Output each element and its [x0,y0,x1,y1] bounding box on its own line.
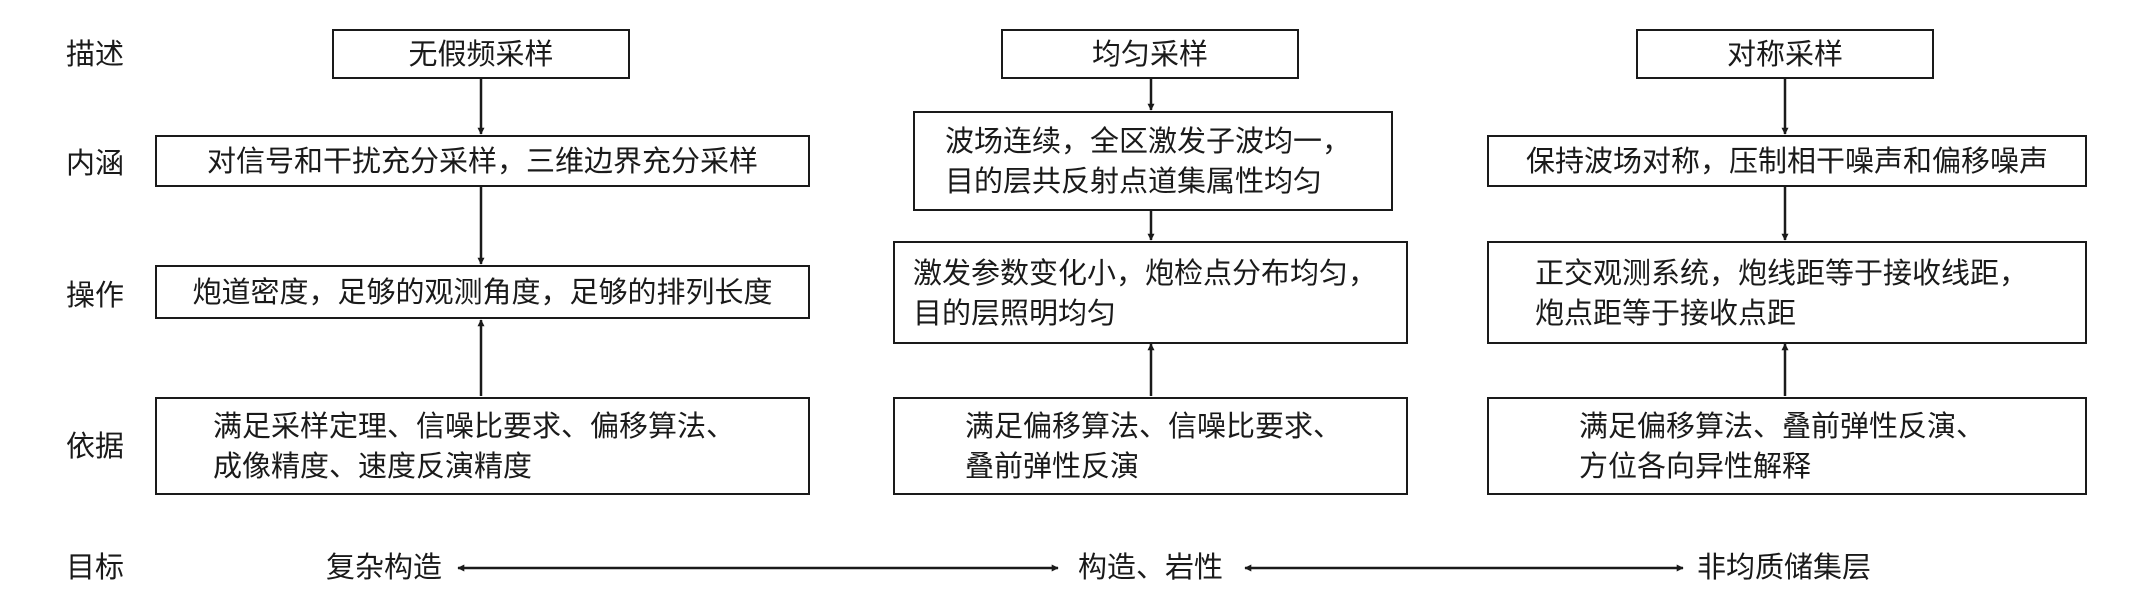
col1-basis-line-1: 满足采样定理、信噪比要求、偏移算法、 [213,409,736,443]
row-label-target: 目标 [66,550,125,584]
col3-basis-box: 满足偏移算法、叠前弹性反演、 方位各向异性解释 [1487,397,2087,495]
col3-operation-line-1: 正交观测系统，炮线距等于接收线距， [1535,255,2029,290]
col2-connotation-line-2: 目的层共反射点道集属性均匀 [945,164,1323,198]
col3-operation-line-2: 炮点距等于接收点距 [1535,295,1797,330]
row-label-operation: 操作 [66,278,125,312]
col3-connotation-line-1: 保持波场对称，压制相干噪声和偏移噪声 [1525,144,2048,178]
col3-operation-box: 正交观测系统，炮线距等于接收线距， 炮点距等于接收点距 [1487,241,2087,344]
col1-basis-box: 满足采样定理、信噪比要求、偏移算法、 成像精度、速度反演精度 [155,397,810,495]
row-label-basis: 依据 [66,429,125,463]
col3-description-text: 对称采样 [1726,37,1843,71]
col1-connotation-box: 对信号和干扰充分采样，三维边界充分采样 [155,135,810,187]
col3-connotation-box: 保持波场对称，压制相干噪声和偏移噪声 [1487,135,2087,187]
col2-description-box: 均匀采样 [1001,29,1299,79]
col3-basis-line-2: 方位各向异性解释 [1579,449,1812,483]
col2-basis-box: 满足偏移算法、信噪比要求、 叠前弹性反演 [893,397,1408,495]
col2-description-text: 均匀采样 [1091,37,1208,71]
col2-basis-line-2: 叠前弹性反演 [965,449,1140,483]
target-heterogeneous-reservoir: 非均质储集层 [1697,550,1872,584]
col1-operation-box: 炮道密度，足够的观测角度，足够的排列长度 [155,265,810,319]
col1-description-box: 无假频采样 [332,29,630,79]
col1-connotation-line-1: 对信号和干扰充分采样，三维边界充分采样 [206,144,758,178]
col3-description-box: 对称采样 [1636,29,1934,79]
col2-operation-line-1: 激发参数变化小，炮检点分布均匀， [913,255,1378,290]
target-structure-lithology: 构造、岩性 [1078,550,1224,584]
col1-operation-line-1: 炮道密度，足够的观测角度，足够的排列长度 [192,275,773,309]
col2-operation-line-2: 目的层照明均匀 [913,295,1117,330]
target-complex-structure: 复杂构造 [326,550,443,584]
row-label-connotation: 内涵 [66,146,125,180]
col1-basis-line-2: 成像精度、速度反演精度 [213,449,533,483]
col2-operation-box: 激发参数变化小，炮检点分布均匀， 目的层照明均匀 [893,241,1408,344]
col2-connotation-box: 波场连续，全区激发子波均一， 目的层共反射点道集属性均匀 [913,111,1393,211]
col2-connotation-line-1: 波场连续，全区激发子波均一， [945,124,1352,158]
col2-basis-line-1: 满足偏移算法、信噪比要求、 [965,409,1343,443]
row-label-description: 描述 [66,37,125,71]
col1-description-text: 无假频采样 [408,37,554,71]
col3-basis-line-1: 满足偏移算法、叠前弹性反演、 [1579,409,1986,443]
